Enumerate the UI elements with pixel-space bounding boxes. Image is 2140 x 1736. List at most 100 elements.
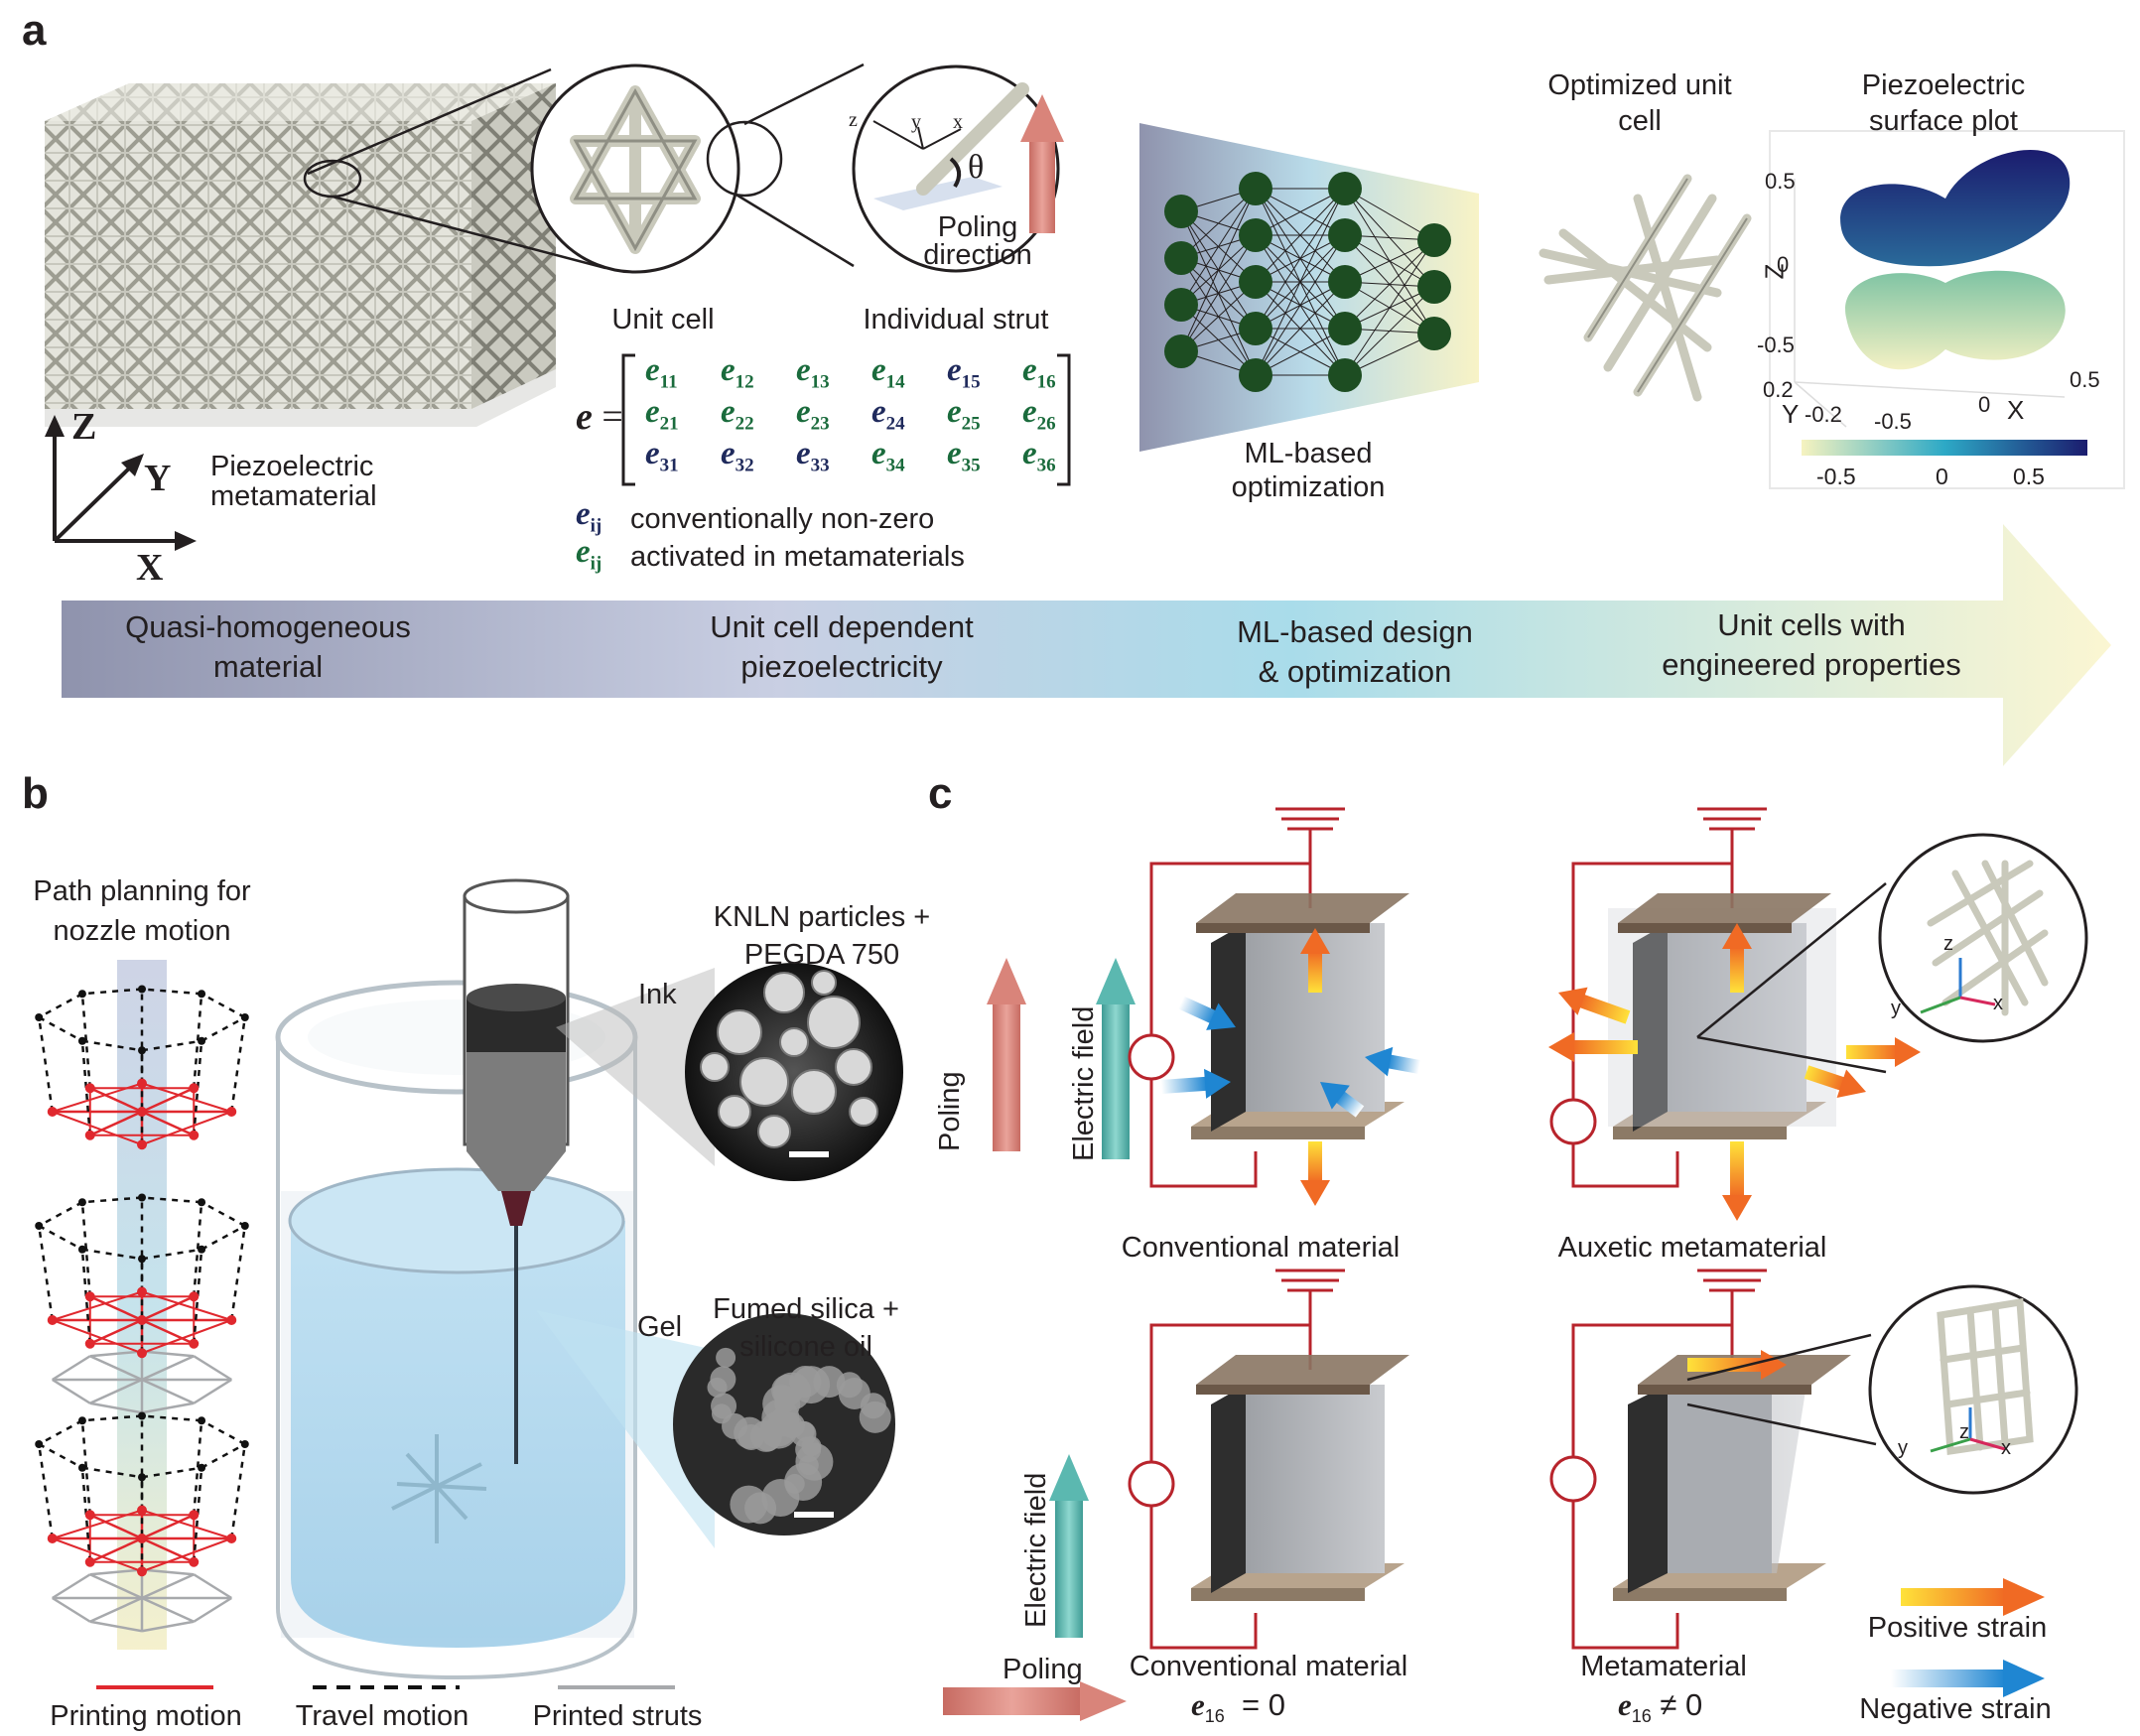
y-tick-1: -0.2 [1805,402,1842,427]
gel-zoom-cone [536,1310,715,1548]
nn-node [1328,312,1362,345]
conventional-material-label-bottom: Conventional material [1129,1651,1408,1682]
inset2-axis-z: z [1959,1421,1969,1443]
nn-node [1239,312,1272,345]
electric-field-arrow-bottom [1049,1454,1089,1638]
metamaterial-lattice-block [45,83,556,427]
colorbar-tick-2: 0.5 [2013,464,2045,489]
nn-node [1239,172,1272,205]
axis-x-label: X [136,547,164,589]
ink-scale-bar [789,1151,829,1157]
strut-axis-z: z [849,109,858,131]
nn-node [1164,195,1198,228]
x-axis-label: X [2007,395,2025,425]
matrix-entry: e32 [721,436,754,476]
nn-edge [1180,188,1257,306]
nn-edge [1255,281,1346,376]
x-tick-0: -0.5 [1874,409,1912,434]
negative-strain-arrow [1891,1660,2045,1697]
nn-edge [1255,188,1346,283]
path-planning-graphs [35,985,249,1633]
path-planning-title: Path planning for nozzle motion [33,875,251,947]
nn-edge [1255,234,1346,376]
x-tick-1: 0 [1978,392,1991,417]
matrix-entry: e11 [645,352,678,393]
matrix-entry: e25 [947,394,981,435]
matrix-brackets [621,353,1071,486]
gel-material-label: Fumed silica + silicone oil [713,1293,899,1363]
nn-node [1164,288,1198,322]
poling-arrow [1020,94,1064,233]
matrix-entry: e24 [871,394,905,435]
legend-travel-motion: Travel motion [295,1700,469,1732]
nn-node [1328,172,1362,205]
electric-field-arrow-top [1096,958,1136,1159]
nn-node [1239,358,1272,392]
matrix-symbol: e = [576,396,623,438]
nn-edge [1180,281,1257,352]
e16-nonzero-equation: e16 ≠ 0 [1618,1687,1703,1727]
nn-node [1417,223,1451,257]
matrix-entry: e26 [1022,394,1056,435]
inset1-axis-y: y [1891,998,1901,1019]
x-tick-2: 0.5 [2070,367,2100,392]
timeline-stage-2: Unit cell dependent piezoelectricity [710,609,974,684]
nn-node [1328,265,1362,299]
matrix-entry: e13 [796,352,830,393]
inset-auxetic [1696,833,2088,1074]
gel-scale-bar [794,1512,834,1518]
zoom-connectors [303,63,865,270]
positive-strain-label: Positive strain [1867,1612,2048,1644]
nn-node [1417,317,1451,350]
surface-plot-title: Piezoelectric surface plot [1861,69,2026,137]
legend-printing-motion: Printing motion [50,1700,242,1732]
devices [1128,807,1921,1650]
nn-edge [1344,286,1435,376]
ink-zoom-cone [556,968,715,1166]
matrix-entry: e16 [1022,352,1056,393]
strut-label: Individual strut [863,304,1049,335]
nn-edge [1180,234,1257,352]
panel-label-b: b [22,769,49,818]
unit-cell-circle [530,64,783,274]
nn-edge [1180,188,1257,259]
surface-plot [1769,130,2125,489]
metamaterial-label-bottom: Metamaterial [1580,1651,1747,1682]
electric-field-label-top: Electric field [1068,1005,1100,1161]
gel-container [275,980,638,1680]
legend-eij-green: eij [576,534,602,575]
matrix-entry: e23 [796,394,830,435]
poling-label-horizontal: Poling [1003,1654,1083,1685]
panel-label-a: a [22,6,47,55]
syringe [463,878,570,1464]
conventional-material-label-top: Conventional material [1121,1232,1401,1264]
timeline-stage-1: Quasi-homogeneous material [125,609,411,684]
auxetic-metamaterial-label: Auxetic metamaterial [1557,1232,1827,1264]
matrix-entry: e35 [947,436,981,476]
matrix-entry: e22 [721,394,754,435]
legend-eij-blue: eij [576,496,602,537]
matrix-entry: e21 [645,394,679,435]
poling-direction-label: Poling direction [923,211,1032,271]
z-tick-1: 0 [1777,252,1790,277]
ink-particles [700,970,878,1148]
nn-node [1164,334,1198,368]
nn-node [1328,218,1362,252]
colorbar-tick-0: -0.5 [1816,464,1856,489]
y-tick-0: 0.2 [1763,377,1794,402]
nn-edge [1180,188,1257,352]
poling-horizontal-arrow [943,1681,1127,1721]
matrix-entry: e15 [947,352,981,393]
ink-material-label: KNLN particles + PEGDA 750 [713,901,931,971]
z-tick-0: 0.5 [1765,169,1796,194]
metamaterial-label: Piezoelectric metamaterial [210,451,377,512]
matrix-entry: e31 [645,436,679,476]
nn-node [1328,358,1362,392]
poling-big-arrow [987,958,1026,1151]
matrix-entry: e34 [871,436,905,476]
ink-label: Ink [638,979,677,1010]
z-tick-2: -0.5 [1757,333,1795,357]
inset1-axis-x: x [1993,993,2003,1014]
nn-edge [1344,239,1435,330]
